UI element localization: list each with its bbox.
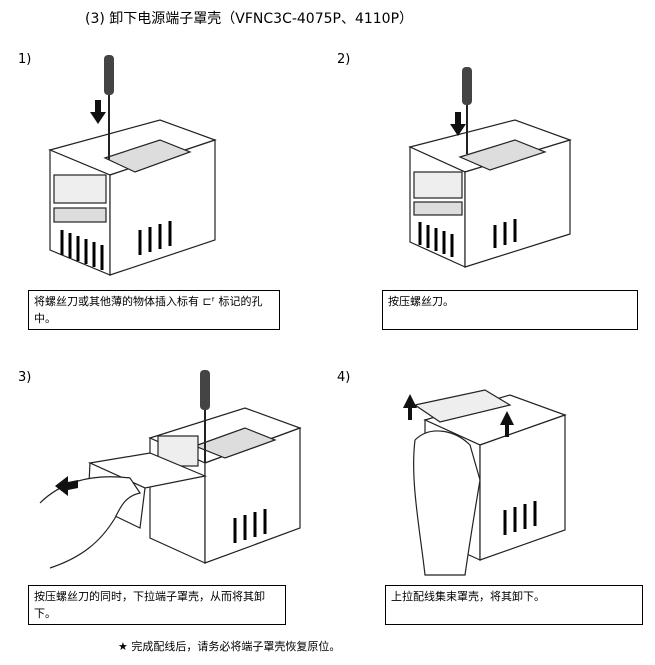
step-4-caption: 上拉配线集束罩壳，将其卸下。 [385, 585, 643, 625]
step-2-number: 2) [337, 52, 351, 67]
step-2-illustration [408, 67, 572, 268]
step-2-caption: 按压螺丝刀。 [382, 290, 638, 330]
page-heading: (3) 卸下电源端子罩壳（VFNC3C-4075P、4110P） [85, 11, 414, 27]
step-3-caption: 按压螺丝刀的同时，下拉端子罩壳，从而将其卸下。 [28, 585, 286, 625]
step-3-illustration [39, 370, 302, 569]
step-4-illustration [403, 389, 567, 576]
step-4-number: 4) [337, 370, 351, 385]
completion-note: ★ 完成配线后，请务必将端子罩壳恢复原位。 [118, 640, 341, 653]
step-1-caption: 将螺丝刀或其他薄的物体插入标有 ⊏ᶠ 标记的孔中。 [28, 290, 280, 330]
step-3-number: 3) [18, 370, 32, 385]
step-1-number: 1) [18, 52, 32, 67]
step-1-illustration [48, 55, 217, 276]
